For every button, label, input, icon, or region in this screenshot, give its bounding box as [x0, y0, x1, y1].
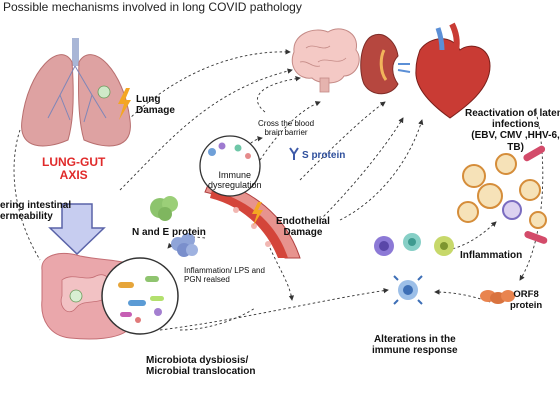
bacteria-icon [523, 145, 548, 244]
virus-icon [457, 153, 547, 229]
kidney-icon [360, 34, 411, 95]
immune-cell-icon [374, 233, 454, 305]
brain-icon [291, 28, 360, 93]
lightning-icon [252, 202, 263, 226]
inflammation-label: Inflammation [460, 250, 523, 261]
heart-icon [415, 22, 491, 119]
diagram-title: Possible mechanisms involved in long COV… [3, 0, 302, 14]
immune-dysregulation-zoom-icon [199, 135, 261, 197]
intestinal-permeability-label: ering intestinal ermeability [0, 200, 72, 223]
n-and-e-protein-label: N and E protein [132, 227, 206, 238]
orf8-protein-icon [480, 290, 515, 304]
inflammation-lps-label: Inflammation/ LPS and PGN realsed [184, 266, 265, 284]
s-protein-label: S protein [302, 150, 346, 161]
down-arrow-icon [48, 203, 106, 256]
s-protein-icon [289, 147, 299, 160]
e-protein-icon [171, 233, 198, 257]
microbiota-zoom-icon [101, 257, 179, 335]
immune-alterations-label: Alterations in the immune response [372, 334, 458, 357]
immune-dysregulation-label: Immune dysregulation [208, 170, 262, 191]
microbiota-dysbiosis-label: Microbiota dysbiosis/ Microbial transloc… [146, 355, 256, 378]
lung-icon [21, 38, 131, 147]
lung-gut-axis-label: LUNG-GUT AXIS [42, 155, 106, 183]
orf8-protein-label: ORF8 protein [510, 289, 543, 311]
lightning-icon [118, 88, 131, 120]
endothelial-damage-label: Endothelial Damage [276, 216, 330, 239]
cross-bbb-label: Cross the blood brain barrier [258, 119, 315, 137]
lung-damage-label: Lung Damage [136, 94, 175, 117]
n-protein-icon [150, 196, 178, 221]
reactivation-label: Reactivation of latent infections (EBV, … [465, 108, 560, 153]
